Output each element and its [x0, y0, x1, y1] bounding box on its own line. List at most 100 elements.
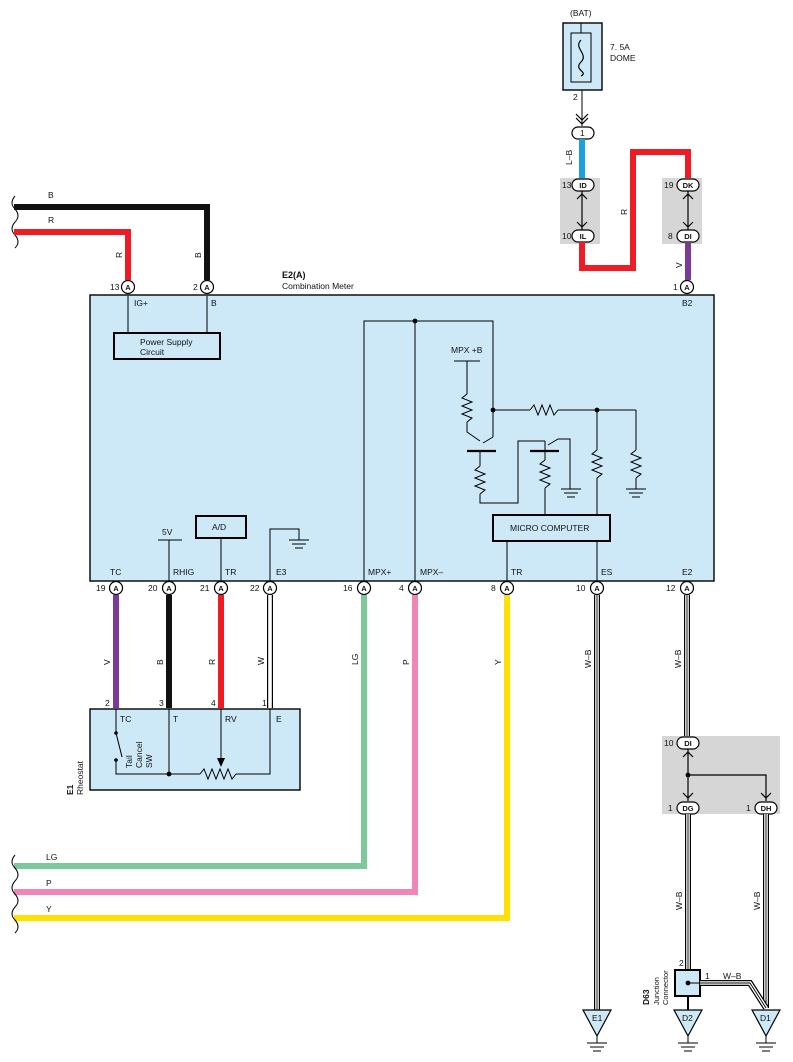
pin-label-e2: E2 — [682, 567, 693, 577]
svg-text:A: A — [218, 584, 224, 593]
connector-dk-num: 19 — [664, 180, 674, 190]
svg-text:DI: DI — [684, 232, 692, 241]
power-supply-label-2: Circuit — [140, 347, 165, 357]
pin-num-19: 19 — [96, 583, 106, 593]
wire-lg — [14, 595, 367, 869]
pin-label-tr2: TR — [511, 567, 522, 577]
wire-label-wb-dg: W–B — [674, 891, 684, 910]
wire-label-y-left: Y — [46, 904, 52, 914]
fuse-rating: 7. 5A — [610, 42, 630, 52]
connector-id: ID — [571, 178, 595, 192]
svg-text:DH: DH — [761, 804, 772, 813]
svg-text:A: A — [684, 584, 690, 593]
connector-dh-num: 1 — [746, 803, 751, 813]
wire-label-y-vert: Y — [493, 659, 503, 665]
wire-label-r-junction: R — [619, 209, 629, 215]
pin-12a: A — [679, 580, 695, 596]
svg-text:ID: ID — [579, 181, 587, 190]
ground-d2: D2 — [672, 1009, 704, 1052]
wire-label-r: R — [207, 659, 217, 665]
pin-label-igplus: IG+ — [134, 298, 148, 308]
d63-pin-1: 1 — [705, 971, 710, 981]
wire-y — [14, 595, 510, 921]
connector-dk: DK — [676, 178, 700, 192]
rheostat-pin-1: 1 — [262, 698, 267, 708]
wire-p — [14, 595, 418, 895]
connector-il: IL — [571, 229, 595, 243]
svg-text:DI: DI — [684, 739, 692, 748]
rheostat-box — [89, 708, 301, 791]
wire-label-b-left: B — [48, 190, 54, 200]
wire-label-v: V — [102, 659, 112, 665]
svg-text:DG: DG — [682, 804, 693, 813]
pin-num-22: 22 — [250, 583, 260, 593]
svg-text:A: A — [204, 283, 210, 292]
connector-il-num: 10 — [562, 231, 572, 241]
rheostat-pin-4: 4 — [211, 698, 216, 708]
pin-num-1: 1 — [673, 282, 678, 292]
pin-22a: A — [262, 580, 278, 596]
svg-text:A: A — [113, 584, 119, 593]
pin-label-tc: TC — [110, 567, 121, 577]
svg-text:A: A — [361, 584, 367, 593]
wire-label-p-vert: P — [401, 659, 411, 665]
micro-computer-block — [492, 514, 611, 542]
rheostat-label-e: E — [276, 714, 282, 724]
wire-label-w: W — [256, 657, 266, 665]
pin-label-b-top: B — [211, 298, 217, 308]
wire-label-lb: L–B — [564, 150, 574, 165]
power-supply-label-1: Power Supply — [140, 337, 193, 347]
pin-num-12: 12 — [666, 583, 676, 593]
rheostat-id: E1 — [65, 784, 75, 795]
svg-text:D1: D1 — [760, 1013, 771, 1023]
rheostat-name: Rheostat — [75, 760, 85, 795]
svg-text:SW: SW — [144, 754, 154, 768]
wire-label-v-top: V — [674, 262, 684, 268]
connector-dg: DG — [676, 801, 700, 815]
rheostat-label-t: T — [173, 714, 178, 724]
svg-text:A: A — [166, 584, 172, 593]
svg-text:IL: IL — [580, 232, 587, 241]
wire-label-p-left: P — [46, 878, 52, 888]
svg-text:A: A — [504, 584, 510, 593]
connector-di-lower: DI — [676, 736, 700, 750]
wire-b-top — [14, 204, 210, 280]
pin-1a: A — [679, 279, 695, 295]
wire-label-wb-dh: W–B — [752, 891, 762, 910]
wire-label-r-left: R — [48, 215, 54, 225]
pin-16a: A — [356, 580, 372, 596]
pin-label-mpxminus: MPX– — [420, 567, 443, 577]
pin-num-8: 8 — [491, 583, 496, 593]
connector-di-top: DI — [676, 229, 700, 243]
wire-wb-d63-d1 — [700, 980, 769, 1010]
wire-label-r-vert: R — [114, 252, 124, 258]
rheostat-pin-3: 3 — [159, 698, 164, 708]
svg-text:A: A — [125, 283, 131, 292]
pin-19a: A — [108, 580, 124, 596]
pin-4a: A — [407, 580, 423, 596]
power-supply-block — [113, 332, 221, 360]
rheostat-pin-2: 2 — [105, 698, 110, 708]
pin-num-20: 20 — [148, 583, 158, 593]
connector-dh: DH — [754, 801, 778, 815]
fivev-label: 5V — [162, 527, 173, 537]
svg-text:A: A — [267, 584, 273, 593]
wire-r-junction — [579, 149, 691, 271]
connector-di-lower-num: 10 — [664, 738, 674, 748]
pin-21a: A — [213, 580, 229, 596]
pin-num-10: 10 — [576, 583, 586, 593]
connector-di-top-num: 8 — [668, 231, 673, 241]
fuse-source: (BAT) — [570, 8, 592, 18]
pin-8a: A — [499, 580, 515, 596]
pin-20a: A — [161, 580, 177, 596]
fuse-name: DOME — [610, 53, 636, 63]
meter-name: Combination Meter — [282, 281, 354, 291]
pin-13a: A — [120, 279, 136, 295]
pin-label-mpxplus: MPX+ — [368, 567, 391, 577]
d63-wire-label: W–B — [723, 971, 742, 981]
pin-label-rhig: RHIG — [173, 567, 194, 577]
wire-label-b: B — [155, 659, 165, 665]
fuse-pin: 2 — [573, 92, 578, 102]
pin-2a: A — [199, 279, 215, 295]
